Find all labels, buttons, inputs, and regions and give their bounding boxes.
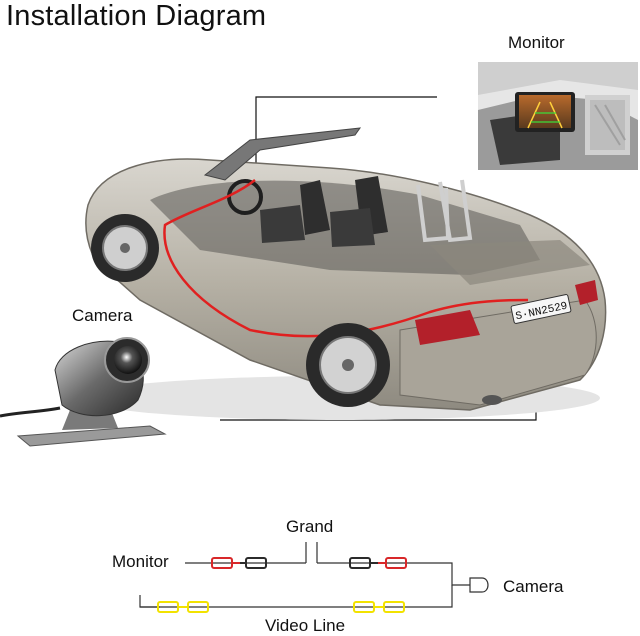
camera-wire-label: Camera <box>503 577 564 596</box>
camera-product <box>0 337 167 447</box>
monitor-black-connector <box>240 557 267 569</box>
monitor-photo <box>478 62 638 170</box>
monitor-wire-label: Monitor <box>112 552 169 571</box>
camera-black-connector <box>349 557 378 569</box>
camera-lens <box>114 346 142 374</box>
rear-wheel <box>306 323 390 407</box>
camera-red-connector <box>378 557 407 569</box>
car-illustration: S·NN2529 <box>80 127 607 420</box>
video-line-label: Video Line <box>265 616 346 635</box>
camera-plug <box>469 577 489 593</box>
wiring-diagram <box>139 542 489 613</box>
front-wheel <box>91 214 159 282</box>
monitor-red-connector <box>211 557 240 569</box>
car-wire-route <box>163 179 529 338</box>
ground-label: Grand <box>286 517 334 536</box>
monitor-label: Monitor <box>508 33 565 52</box>
video-line-wire <box>139 595 405 613</box>
camera-label: Camera <box>72 306 133 325</box>
diagram-title: Installation Diagram <box>6 0 267 32</box>
monitor-screen <box>519 95 571 128</box>
